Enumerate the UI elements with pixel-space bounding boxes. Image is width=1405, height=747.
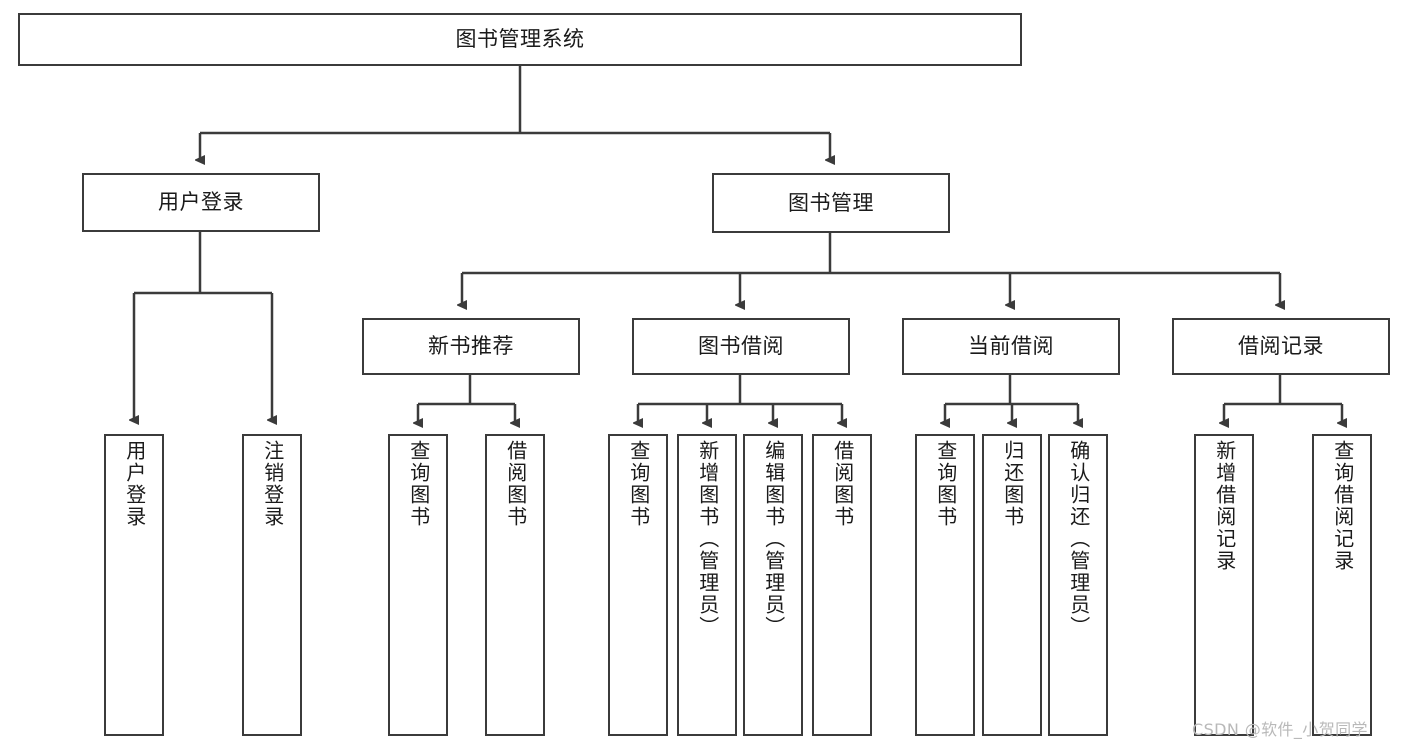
leaf-user-login-0[interactable]: 用户登录 <box>104 434 164 736</box>
leaf-current-borrow-2[interactable]: 确认归还（管理员） <box>1048 434 1108 736</box>
leaf-user-login-1[interactable]: 注销登录 <box>242 434 302 736</box>
leaf-book-borrow-0[interactable]: 查询图书 <box>608 434 668 736</box>
node-current-borrow[interactable]: 当前借阅 <box>902 318 1120 375</box>
leaf-label: 归还图书 <box>1000 440 1025 528</box>
node-user-login-label: 用户登录 <box>158 190 244 215</box>
node-root[interactable]: 图书管理系统 <box>18 13 1022 66</box>
leaf-current-borrow-1[interactable]: 归还图书 <box>982 434 1042 736</box>
node-borrow-record[interactable]: 借阅记录 <box>1172 318 1390 375</box>
leaf-borrow-record-0[interactable]: 新增借阅记录 <box>1194 434 1254 736</box>
leaf-book-borrow-2[interactable]: 编辑图书（管理员） <box>743 434 803 736</box>
leaf-label: 编辑图书（管理员） <box>761 440 786 638</box>
leaf-current-borrow-0[interactable]: 查询图书 <box>915 434 975 736</box>
node-borrow-record-label: 借阅记录 <box>1238 334 1324 359</box>
leaf-new-book-recommend-0[interactable]: 查询图书 <box>388 434 448 736</box>
node-book-management[interactable]: 图书管理 <box>712 173 950 233</box>
leaf-book-borrow-3[interactable]: 借阅图书 <box>812 434 872 736</box>
leaf-label: 新增图书（管理员） <box>695 440 720 638</box>
leaf-label: 用户登录 <box>122 440 147 528</box>
node-book-management-label: 图书管理 <box>788 190 874 215</box>
leaf-label: 查询图书 <box>626 440 651 528</box>
leaf-label: 新增借阅记录 <box>1212 440 1237 572</box>
leaf-label: 注销登录 <box>260 440 285 528</box>
leaf-label: 查询借阅记录 <box>1330 440 1355 572</box>
leaf-label: 借阅图书 <box>503 440 528 528</box>
leaf-book-borrow-1[interactable]: 新增图书（管理员） <box>677 434 737 736</box>
node-book-borrow-label: 图书借阅 <box>698 334 784 359</box>
leaf-label: 确认归还（管理员） <box>1066 440 1091 638</box>
node-new-book-recommend[interactable]: 新书推荐 <box>362 318 580 375</box>
leaf-borrow-record-1[interactable]: 查询借阅记录 <box>1312 434 1372 736</box>
node-root-label: 图书管理系统 <box>455 27 585 52</box>
leaf-new-book-recommend-1[interactable]: 借阅图书 <box>485 434 545 736</box>
node-user-login[interactable]: 用户登录 <box>82 173 320 232</box>
node-current-borrow-label: 当前借阅 <box>968 334 1054 359</box>
leaf-label: 查询图书 <box>933 440 958 528</box>
node-new-book-recommend-label: 新书推荐 <box>428 334 514 359</box>
leaf-label: 查询图书 <box>406 440 431 528</box>
leaf-label: 借阅图书 <box>830 440 855 528</box>
node-book-borrow[interactable]: 图书借阅 <box>632 318 850 375</box>
csdn-watermark: CSDN @软件_小贺同学 <box>1192 720 1368 739</box>
